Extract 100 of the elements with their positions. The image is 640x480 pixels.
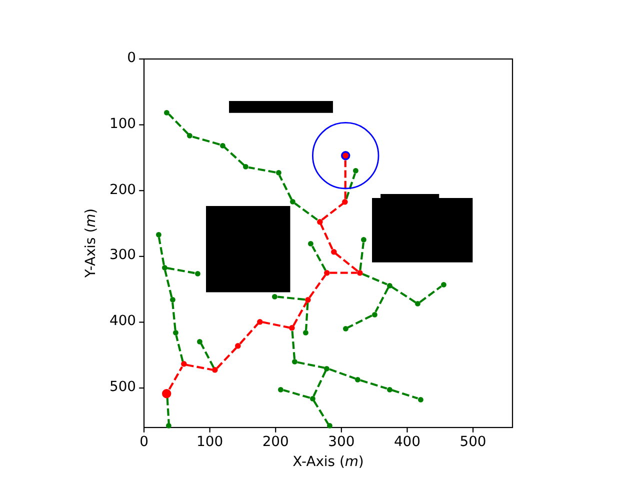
node-dot (220, 142, 225, 148)
node-dot (156, 232, 162, 238)
connector-line (359, 242, 364, 270)
tick-label: 0 (127, 52, 136, 66)
connector-line (248, 166, 276, 174)
node-dot (166, 423, 172, 429)
node-dot (372, 312, 377, 317)
connector-line (320, 224, 334, 250)
node-dot (278, 386, 284, 392)
connector-line (360, 379, 388, 390)
connector-line (168, 114, 189, 135)
connector-line (239, 323, 259, 344)
node-dot (310, 396, 316, 402)
axis-title: X-Axis (m) (292, 456, 364, 470)
tick-label: 0 (140, 436, 148, 450)
connector-line (291, 330, 296, 360)
connector-line (158, 237, 165, 266)
node-dot (316, 218, 323, 224)
connector-line (392, 389, 418, 400)
obstacle-block (228, 101, 333, 113)
node-dot (289, 325, 295, 332)
connector-line (278, 296, 306, 301)
node-dot (164, 110, 170, 115)
tick-label: 500 (109, 381, 136, 395)
node-dot (197, 338, 203, 344)
tick-label: 100 (109, 118, 136, 132)
connector-line (192, 136, 220, 146)
node-dot (330, 248, 336, 255)
connector-line (224, 146, 245, 166)
node-dot (356, 270, 363, 276)
tick-label: 100 (196, 436, 224, 450)
node-dot (308, 241, 314, 247)
tick-label: 500 (460, 436, 486, 450)
node-dot (194, 270, 200, 276)
connector-line (294, 202, 318, 221)
range-circle (312, 122, 379, 190)
connector-line (166, 398, 170, 424)
connector-line (292, 302, 308, 326)
connector-line (186, 364, 212, 371)
connector-line (216, 347, 237, 369)
connector-line (391, 286, 416, 304)
node-dot (304, 296, 311, 303)
connector-line (312, 246, 326, 271)
connector-line (175, 335, 184, 362)
node-dot (386, 386, 392, 392)
obstacle-block (206, 206, 290, 292)
connector-line (374, 287, 390, 312)
node-dot (272, 294, 278, 300)
node-dot (180, 361, 186, 368)
node-dot (235, 343, 241, 349)
node-dot (172, 330, 178, 336)
node-dot (324, 366, 330, 371)
connector-line (283, 389, 310, 399)
node-dot (162, 264, 168, 270)
connector-line (262, 321, 290, 329)
obstacle-block (372, 194, 473, 262)
node-dot (303, 330, 309, 336)
connector-line (321, 202, 344, 221)
node-dot (256, 318, 263, 324)
node-dot (187, 133, 193, 139)
node-dot (440, 282, 446, 288)
node-dot (415, 301, 420, 306)
tick-label: 300 (109, 249, 136, 264)
axis-title: Y-Axis (m) (85, 208, 99, 278)
connector-line (345, 173, 356, 200)
connector-line (297, 361, 324, 369)
node-dot (418, 396, 424, 402)
node-dot (324, 270, 330, 276)
connector-line (278, 174, 292, 200)
connector-line (168, 366, 183, 390)
connector-line (329, 368, 356, 380)
tick-label: 400 (394, 436, 420, 450)
connector-line (164, 270, 173, 298)
node-dot (342, 326, 348, 332)
tick-label: 300 (328, 436, 355, 450)
node-dot (326, 423, 332, 429)
connector-line (335, 252, 358, 272)
node-dot (361, 237, 366, 243)
connector-line (200, 343, 215, 368)
node-dot (243, 164, 249, 170)
connector-line (312, 370, 327, 397)
connector-line (166, 267, 195, 274)
connector-line (330, 272, 357, 274)
node-dot (353, 168, 359, 174)
start-dot (162, 388, 172, 398)
node-dot (386, 282, 392, 288)
connector-line (419, 285, 442, 304)
connector-line (362, 273, 388, 286)
tick-label: 400 (109, 315, 136, 330)
node-dot (292, 358, 298, 364)
connector-line (347, 314, 372, 329)
tick-label: 200 (109, 184, 136, 198)
tick-label: 200 (262, 436, 289, 450)
node-dot (342, 198, 348, 205)
node-dot (276, 170, 281, 176)
connector-line (172, 302, 176, 330)
node-dot (290, 199, 296, 204)
node-dot (212, 367, 218, 374)
connector-line (308, 274, 326, 298)
connector-line (305, 302, 309, 330)
